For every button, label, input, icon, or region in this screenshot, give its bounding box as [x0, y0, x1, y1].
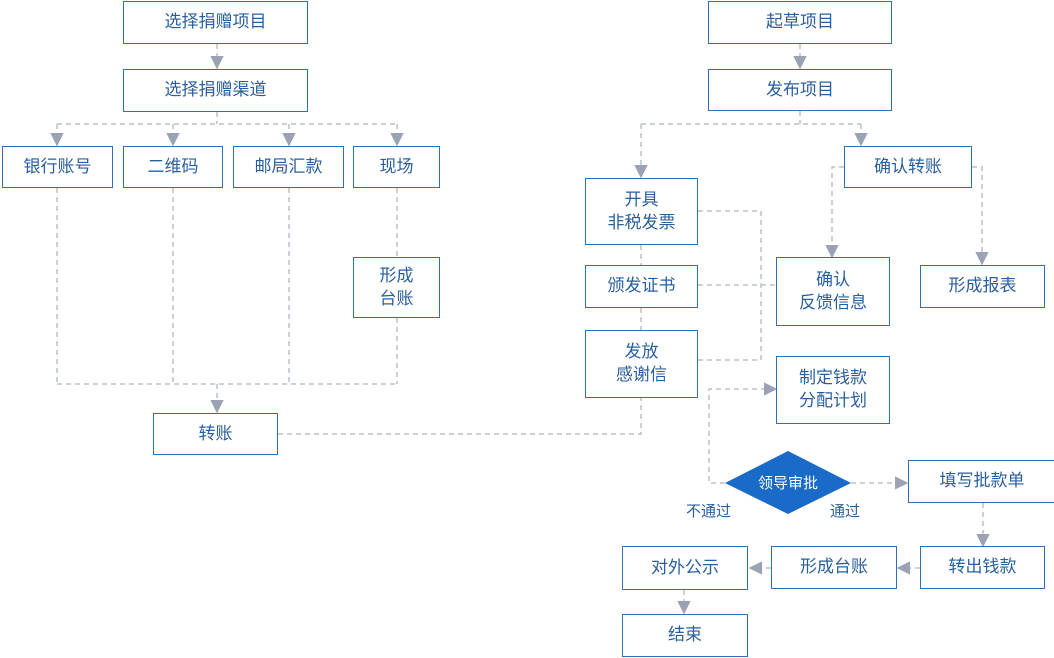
allocation-plan-box: 制定钱款 分配计划 — [776, 356, 890, 424]
select-project-box: 选择捐赠项目 — [123, 1, 308, 44]
left-ledger-line-2: 台账 — [379, 288, 414, 309]
channel-onsite-box: 现场 — [353, 146, 440, 188]
channel-qrcode-box: 二维码 — [123, 146, 223, 188]
end-box: 结束 — [622, 614, 748, 657]
channel-post-box: 邮局汇款 — [233, 146, 344, 188]
feedback-box: 确认 反馈信息 — [776, 257, 890, 326]
transfer-out-box: 转出钱款 — [920, 546, 1045, 589]
invoice-line-1: 开具 — [624, 189, 659, 210]
thanks-letter-box: 发放 感谢信 — [585, 330, 698, 398]
allocation-line-2: 分配计划 — [799, 391, 867, 411]
thanks-line-1: 发放 — [624, 342, 659, 362]
draft-project-box: 起草项目 — [708, 1, 892, 44]
connector-approval-reject — [708, 382, 778, 484]
report-box: 形成报表 — [920, 265, 1045, 308]
allocation-line-1: 制定钱款 — [799, 368, 867, 388]
connector-channel-split — [57, 112, 397, 125]
connector-confirm-report — [972, 166, 989, 266]
channel-bank-box: 银行账号 — [2, 146, 113, 188]
confirm-transfer-box: 确认转账 — [844, 146, 972, 188]
certificate-box: 颁发证书 — [585, 265, 698, 308]
transfer-box: 转账 — [153, 413, 278, 455]
connector-confirm-feedback — [825, 166, 844, 259]
select-channel-box: 选择捐赠渠道 — [123, 69, 308, 112]
left-ledger-box: 形成 台账 — [353, 257, 440, 318]
feedback-line-2: 反馈信息 — [799, 292, 867, 313]
fill-form-box: 填写批款单 — [908, 460, 1054, 503]
feedback-line-1: 确认 — [816, 269, 850, 290]
right-ledger-box: 形成台账 — [771, 546, 897, 589]
publicity-box: 对外公示 — [622, 546, 748, 590]
not-passed-label: 不通过 — [686, 502, 732, 520]
approval-diamond — [725, 451, 851, 514]
thanks-line-2: 感谢信 — [616, 365, 667, 385]
invoice-box: 开具 非税发票 — [585, 178, 698, 245]
left-ledger-line-1: 形成 — [379, 265, 414, 286]
invoice-line-2: 非税发票 — [607, 212, 676, 233]
passed-label: 通过 — [830, 502, 861, 520]
approval-label: 领导审批 — [757, 474, 818, 492]
connector-transfer-right — [278, 398, 642, 435]
publish-project-box: 发布项目 — [708, 69, 892, 111]
connector-publish-split — [641, 111, 861, 125]
